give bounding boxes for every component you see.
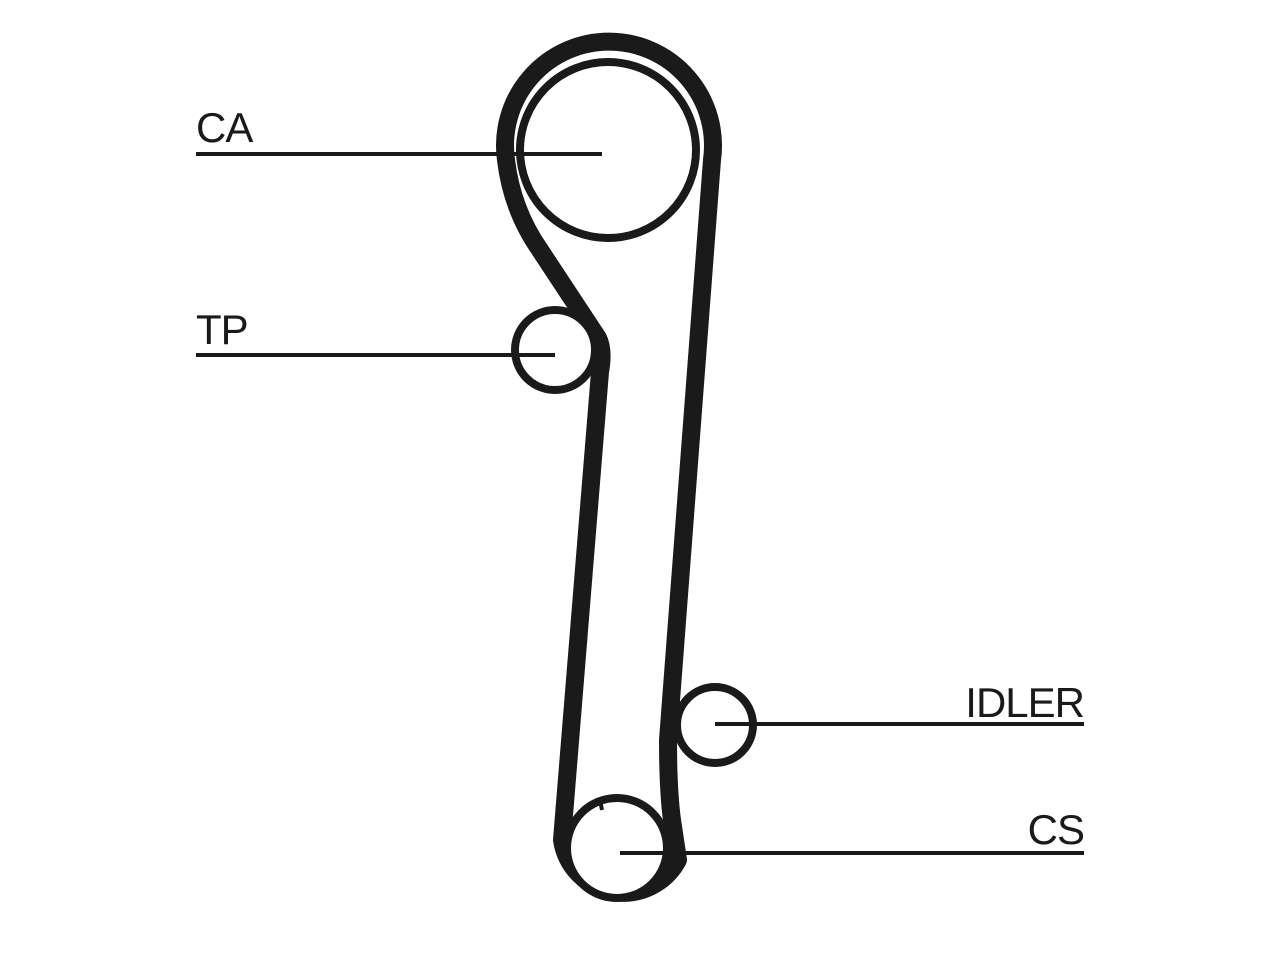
camshaft-pulley	[516, 58, 700, 242]
crankshaft-timing-mark	[598, 799, 604, 811]
crankshaft-label: CS	[1028, 806, 1084, 853]
camshaft-label: CA	[196, 104, 253, 151]
tensioner-label: TP	[196, 306, 248, 353]
timing-belt	[496, 32, 722, 902]
tensioner-pulley	[511, 306, 599, 394]
idler-label: IDLER	[965, 679, 1084, 726]
crankshaft-pulley	[563, 794, 671, 902]
